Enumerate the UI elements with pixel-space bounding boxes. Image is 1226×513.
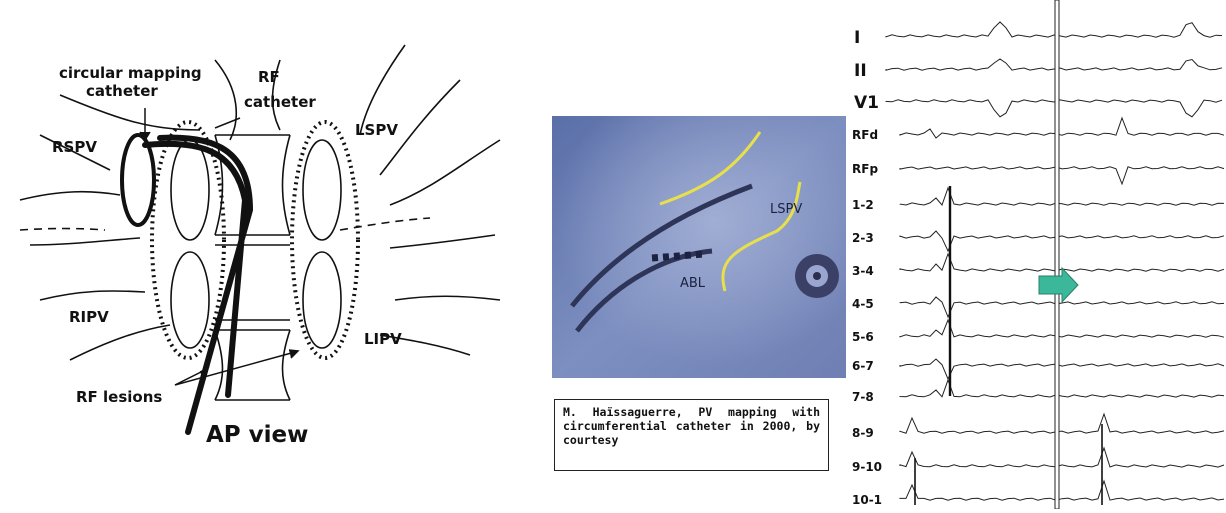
pv-anatomy-diagram: circular mapping catheter RF catheter RS…	[0, 0, 540, 509]
ecg-trace	[900, 481, 1224, 500]
label-rspv: RSPV	[52, 138, 97, 156]
label-ripv: RIPV	[69, 308, 109, 326]
rf-catheter-shaft-a	[145, 144, 245, 395]
label-circular-mapping-2: catheter	[86, 82, 158, 100]
central-body-mid	[215, 235, 290, 245]
ecg-trace	[900, 448, 1224, 467]
label-rf-1: RF	[258, 68, 280, 86]
ecg-lead-label: 4-5	[852, 297, 874, 311]
ecg-lead-label: I	[854, 28, 860, 48]
ecg-trace	[886, 100, 1222, 117]
atrium-floor-right	[70, 325, 170, 360]
fluoroscopy-drawing: LSPV ABL	[552, 116, 846, 378]
ripv-lower-wall	[40, 291, 145, 300]
ecg-lead-label: RFd	[852, 128, 878, 142]
ecg-lead-label: 10-1	[852, 493, 882, 507]
caption-text: M. Haïssaguerre, PV mapping with circumf…	[563, 405, 820, 447]
rspv-ostium	[171, 140, 209, 240]
ecg-trace	[900, 414, 1224, 433]
ecg-trace	[900, 188, 1224, 205]
lspv-lower-wall	[390, 140, 500, 205]
rf-lesion-pointer-left	[175, 352, 295, 385]
atrium-top-a	[215, 60, 236, 140]
ecg-lead-label: 9-10	[852, 460, 882, 474]
label-circular-mapping-1: circular mapping	[59, 64, 202, 82]
ecg-lead-label: 7-8	[852, 390, 874, 404]
ecg-trace	[886, 22, 1222, 37]
lipv-lower-wall	[395, 296, 500, 300]
ripv-ostium	[171, 252, 209, 348]
label-lipv: LIPV	[364, 330, 402, 348]
ecg-lead-label: 3-4	[852, 264, 874, 278]
fluoro-label-lspv: LSPV	[770, 202, 802, 217]
label-lspv: LSPV	[355, 121, 398, 139]
label-rf-2: catheter	[244, 93, 316, 111]
ecg-trace	[900, 380, 1224, 397]
label-ap-view: AP view	[206, 422, 308, 448]
rspv-lower-wall	[20, 192, 120, 200]
fluoro-label-abl: ABL	[680, 276, 706, 291]
fluoroscopy-image: LSPV ABL	[552, 116, 846, 378]
dashed-ostium-left	[340, 218, 430, 230]
label-rf-lesions: RF lesions	[76, 388, 162, 406]
ecg-trace	[886, 59, 1222, 70]
ecg-divider	[1055, 0, 1059, 509]
ecg-trace	[900, 320, 1224, 337]
ecg-trace	[900, 231, 1224, 251]
ecg-lead-label: V1	[854, 93, 879, 113]
ecg-lead-label: 1-2	[852, 198, 874, 212]
ripv-upper-wall	[30, 238, 140, 245]
circular-mapping-catheter	[122, 135, 154, 225]
anatomy-drawing: circular mapping catheter RF catheter RS…	[0, 0, 540, 509]
ecg-trace	[900, 118, 1224, 138]
ecg-lead-label: 2-3	[852, 231, 874, 245]
caption-box: M. Haïssaguerre, PV mapping with circumf…	[554, 399, 829, 471]
ecg-lead-label: 8-9	[852, 426, 874, 440]
ecg-drawing: IIIV1RFdRFp1-22-33-44-55-66-77-88-99-101…	[840, 0, 1226, 509]
lipv-upper-wall	[390, 235, 495, 248]
ecg-trace	[900, 167, 1224, 184]
ecg-lead-label: 6-7	[852, 359, 874, 373]
ecg-lead-label: 5-6	[852, 330, 874, 344]
lipv-ostium	[303, 252, 341, 348]
lspv-ostium	[303, 140, 341, 240]
dashed-ostium-right	[20, 229, 105, 231]
ecg-lead-label: RFp	[852, 162, 878, 176]
ecg-lead-label: II	[854, 61, 867, 81]
ecg-trace	[900, 359, 1224, 379]
